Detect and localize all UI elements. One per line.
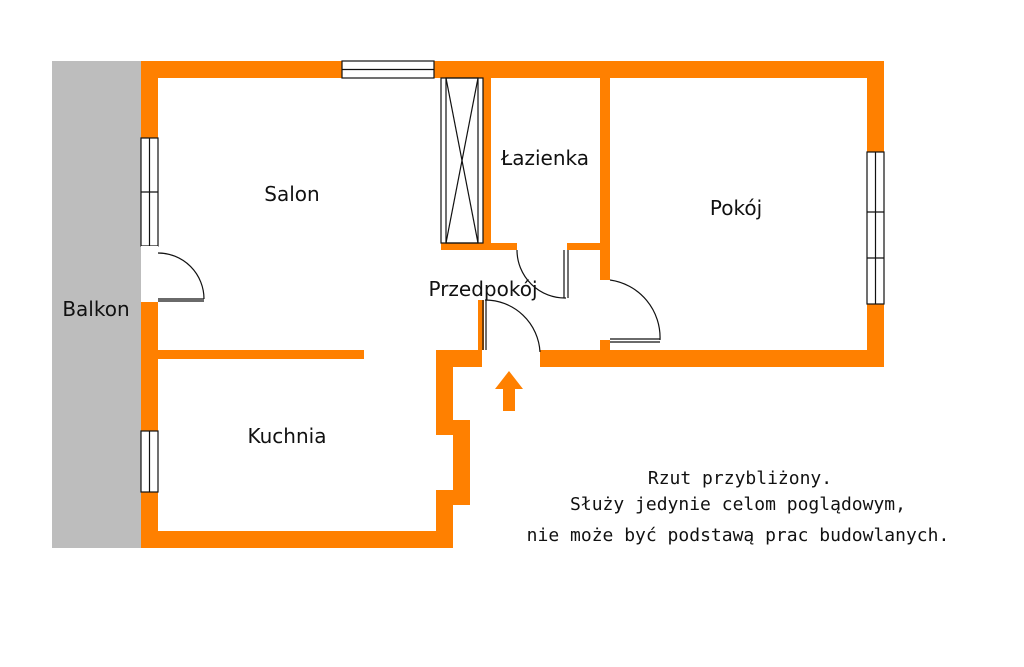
doors	[141, 246, 661, 353]
wall-kitchen-right-e	[436, 490, 453, 548]
balcony-area	[52, 61, 141, 548]
entrance-arrow-icon	[495, 371, 523, 411]
wall-bottom-right	[540, 350, 884, 367]
note-line-2: Służy jedynie celom poglądowym,	[570, 494, 906, 515]
room-label-lazienka: Łazienka	[500, 146, 589, 170]
door-bathroom-swing	[516, 249, 567, 299]
door-entrance-swing	[484, 299, 541, 353]
wall-bathroom-bottom-right	[567, 243, 610, 250]
windows	[140, 60, 885, 493]
wall-kitchen-right-a	[436, 350, 453, 435]
wall-pokoj-left-lower	[600, 250, 610, 280]
room-label-pokoj: Pokój	[710, 196, 762, 220]
wall-closet-bottom	[441, 243, 517, 250]
note-line-1: Rzut przybliżony.	[648, 468, 832, 489]
wall-bathroom-left	[483, 61, 491, 250]
wall-bathroom-right	[600, 61, 610, 250]
wall-top	[141, 61, 884, 78]
wall-salon-kitchen	[141, 350, 364, 359]
room-label-salon: Salon	[264, 182, 319, 206]
door-pokoj-swing	[609, 279, 661, 341]
wall-hall-stub	[478, 300, 484, 350]
note-line-3: nie może być podstawą prac budowlanych.	[527, 525, 950, 546]
door-balcony-swing	[157, 252, 205, 300]
wall-kitchen-right-c	[453, 420, 470, 505]
wall-pokoj-left-stub	[600, 340, 610, 357]
door-balcony-opening	[141, 246, 158, 302]
room-label-przedpokoj: Przedpokój	[428, 277, 537, 301]
room-label-kuchnia: Kuchnia	[248, 424, 327, 448]
wall-bottom-kitchen	[141, 531, 453, 548]
wardrobe	[440, 77, 484, 244]
room-label-balkon: Balkon	[62, 297, 129, 321]
